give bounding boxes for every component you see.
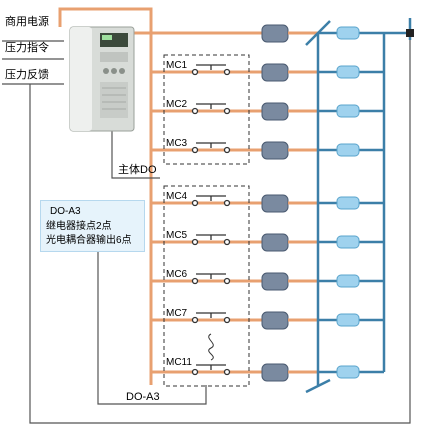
contactor-label-mc5: MC5 bbox=[166, 230, 188, 241]
signal-label-pressure-fb: 压力反馈 bbox=[5, 69, 49, 81]
contactor-label-mc2: MC2 bbox=[166, 99, 188, 110]
contactor-label-mc4: MC4 bbox=[166, 191, 188, 202]
doa3-info-box bbox=[40, 200, 145, 252]
contactor-label-mc1: MC1 bbox=[166, 60, 188, 71]
main-do-label: 主体DO bbox=[118, 164, 157, 176]
omission-mark bbox=[208, 333, 214, 361]
power-wiring bbox=[58, 7, 262, 385]
inverter-drive bbox=[69, 26, 135, 132]
contactor-label-mc3: MC3 bbox=[166, 138, 188, 149]
bus-junction bbox=[406, 29, 414, 37]
doa3-bottom-label: DO-A3 bbox=[126, 391, 160, 403]
pipe-stubs bbox=[288, 31, 318, 374]
pumps bbox=[336, 26, 360, 379]
contactor-label-mc11: MC11 bbox=[166, 357, 192, 368]
doa3-box-line1: 继电器接点2点 bbox=[46, 221, 112, 232]
motors bbox=[261, 24, 289, 382]
signal-label-pressure-cmd: 压力指令 bbox=[5, 42, 49, 54]
doa3-box-title: DO-A3 bbox=[50, 206, 81, 217]
contactor-switches bbox=[191, 64, 231, 376]
signal-label-power: 商用电源 bbox=[5, 16, 49, 28]
doa3-box-line2: 光电耦合器输出6点 bbox=[46, 235, 132, 246]
contactor-label-mc7: MC7 bbox=[166, 308, 188, 319]
contactor-group-doa3 bbox=[163, 185, 250, 387]
contactor-label-mc6: MC6 bbox=[166, 269, 188, 280]
signal-wiring bbox=[2, 33, 411, 424]
contactor-group-main bbox=[163, 54, 250, 165]
